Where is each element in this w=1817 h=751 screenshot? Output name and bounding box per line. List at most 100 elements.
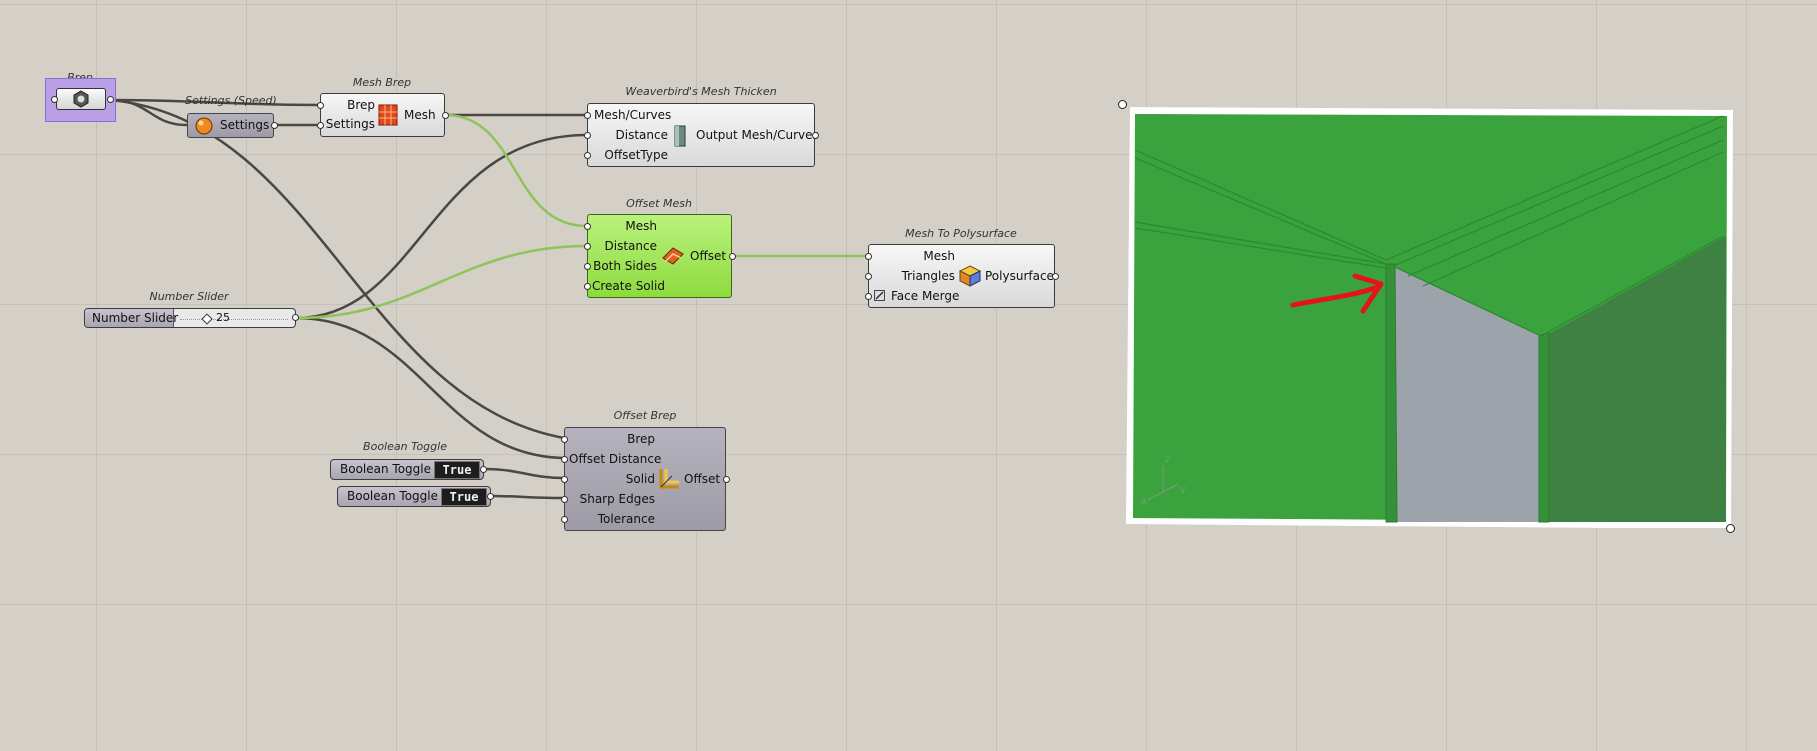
- settings-title: Settings (Speed): [185, 94, 277, 107]
- mesh-to-poly-title: Mesh To Polysurface: [905, 227, 1017, 240]
- wb-thicken-component[interactable]: Mesh/Curves Distance OffsetType Output M…: [584, 103, 819, 167]
- mesh-brep-component[interactable]: Brep Settings Mesh: [317, 93, 449, 137]
- mtp-out-port[interactable]: [1052, 273, 1059, 280]
- wb-in-port[interactable]: [584, 112, 591, 119]
- boolean-toggle-1-label: Boolean Toggle: [340, 462, 431, 476]
- offset-brep-title: Offset Brep: [613, 409, 677, 422]
- ob-input-offset-distance: Offset Distance: [569, 452, 662, 466]
- wire: [483, 467, 565, 480]
- gray-face: [1395, 267, 1541, 522]
- wire-active: [295, 244, 588, 320]
- wb-out-port[interactable]: [812, 132, 819, 139]
- ob-output: Offset: [684, 472, 721, 486]
- offset-mesh-title: Offset Mesh: [626, 197, 692, 210]
- offset-mesh-input-create-solid: Create Solid: [592, 279, 665, 293]
- slider-track[interactable]: [180, 319, 288, 321]
- boolean-toggle-2[interactable]: Boolean Toggle True: [337, 486, 491, 507]
- offset-mesh-input-distance: Distance: [604, 239, 657, 253]
- number-slider[interactable]: Number Slider 25: [84, 308, 296, 328]
- wire: [109, 98, 565, 440]
- mesh-brep-output-mesh: Mesh: [404, 108, 436, 122]
- axis-z-label: z: [1165, 454, 1170, 465]
- ob-in-port[interactable]: [561, 516, 568, 523]
- resize-handle-top-left[interactable]: [1118, 100, 1127, 109]
- offset-mesh-input-mesh: Mesh: [625, 219, 657, 233]
- ob-input-brep: Brep: [627, 432, 655, 446]
- wb-input-mesh-curves: Mesh/Curves: [594, 108, 672, 122]
- mesh-brep-input-settings: Settings: [325, 117, 375, 131]
- boolean-toggle-2-label: Boolean Toggle: [347, 489, 438, 503]
- boolean-toggle-1-out-port[interactable]: [480, 466, 487, 473]
- boolean-toggle-1[interactable]: Boolean Toggle True: [330, 459, 484, 480]
- mtp-input-mesh: Mesh: [923, 249, 955, 263]
- ob-in-port[interactable]: [561, 496, 568, 503]
- settings-label: Settings: [220, 118, 270, 132]
- mtp-in-port[interactable]: [865, 293, 872, 300]
- checkmark-icon: [875, 291, 884, 300]
- brep-param-output[interactable]: [107, 96, 114, 103]
- wb-thicken-icon: [674, 125, 686, 147]
- offset-mesh-in-port[interactable]: [584, 283, 591, 290]
- boolean-toggle-title: Boolean Toggle: [363, 440, 447, 453]
- viewport-preview[interactable]: z x y: [1118, 100, 1735, 533]
- ob-out-port[interactable]: [723, 476, 730, 483]
- offset-mesh-output: Offset: [690, 249, 727, 263]
- mesh-brep-title: Mesh Brep: [352, 76, 412, 89]
- wb-thicken-title: Weaverbird's Mesh Thicken: [625, 85, 777, 98]
- polysurface-cube-icon: [959, 265, 981, 287]
- boolean-toggle-2-out-port[interactable]: [487, 493, 494, 500]
- brep-param-input[interactable]: [51, 96, 58, 103]
- mtp-in-port[interactable]: [865, 273, 872, 280]
- wb-input-distance: Distance: [615, 128, 668, 142]
- mtp-input-face-merge: Face Merge: [891, 289, 960, 303]
- offset-mesh-in-port[interactable]: [584, 263, 591, 270]
- dark-side-face: [1549, 236, 1726, 522]
- boolean-toggle-2-value[interactable]: True: [441, 488, 487, 506]
- offset-mesh-out-port[interactable]: [729, 253, 736, 260]
- mesh-brep-input-brep: Brep: [347, 98, 375, 112]
- axis-x-label: x: [1141, 496, 1147, 507]
- orange-sphere-icon: [195, 117, 213, 135]
- ob-in-port[interactable]: [561, 476, 568, 483]
- offset-mesh-component[interactable]: Mesh Distance Both Sides Create Solid Of…: [584, 214, 736, 298]
- wire-active: [444, 113, 588, 228]
- ob-in-port[interactable]: [561, 456, 568, 463]
- number-slider-out-port[interactable]: [292, 314, 299, 321]
- settings-output[interactable]: [271, 122, 278, 129]
- number-slider-label: Number Slider: [92, 311, 179, 325]
- axis-y-label: y: [1180, 484, 1186, 495]
- wire: [109, 98, 188, 127]
- wire: [295, 316, 565, 460]
- wire: [490, 494, 565, 500]
- offset-mesh-icon: [662, 247, 684, 265]
- slider-value: 25: [216, 311, 230, 324]
- resize-handle-bottom-right[interactable]: [1726, 524, 1735, 533]
- wb-in-port[interactable]: [584, 152, 591, 159]
- slider-grip-icon[interactable]: [201, 313, 213, 325]
- mesh-to-poly-component[interactable]: Mesh Triangles Face Merge Polysurface: [865, 244, 1059, 308]
- wb-in-port[interactable]: [584, 132, 591, 139]
- settings-param[interactable]: Settings: [187, 113, 278, 138]
- ob-input-sharp-edges: Sharp Edges: [579, 492, 655, 506]
- mtp-in-port[interactable]: [865, 253, 872, 260]
- brep-param[interactable]: [45, 78, 116, 122]
- mtp-input-triangles: Triangles: [901, 269, 955, 283]
- offset-mesh-in-port[interactable]: [584, 243, 591, 250]
- wire: [295, 133, 588, 320]
- ob-in-port[interactable]: [561, 436, 568, 443]
- offset-mesh-input-both-sides: Both Sides: [593, 259, 657, 273]
- mtp-output: Polysurface: [985, 269, 1054, 283]
- mesh-brep-out-port[interactable]: [442, 112, 449, 119]
- axis-gizmo-icon: [1147, 466, 1179, 501]
- mesh-brep-in-port[interactable]: [317, 102, 324, 109]
- hexagon-bolt-icon: [73, 90, 89, 108]
- offset-mesh-in-port[interactable]: [584, 223, 591, 230]
- offset-brep-component[interactable]: Brep Offset Distance Solid Sharp Edges T…: [561, 427, 730, 531]
- wb-output: Output Mesh/Curves: [696, 128, 819, 142]
- red-annotation-arrow: [1290, 273, 1384, 314]
- face-merge-checkbox[interactable]: [874, 290, 885, 301]
- mesh-brep-in-port[interactable]: [317, 122, 324, 129]
- mesh-grid-icon: [378, 104, 398, 126]
- viewport-render: z x y: [1126, 107, 1733, 529]
- boolean-toggle-1-value[interactable]: True: [434, 461, 480, 479]
